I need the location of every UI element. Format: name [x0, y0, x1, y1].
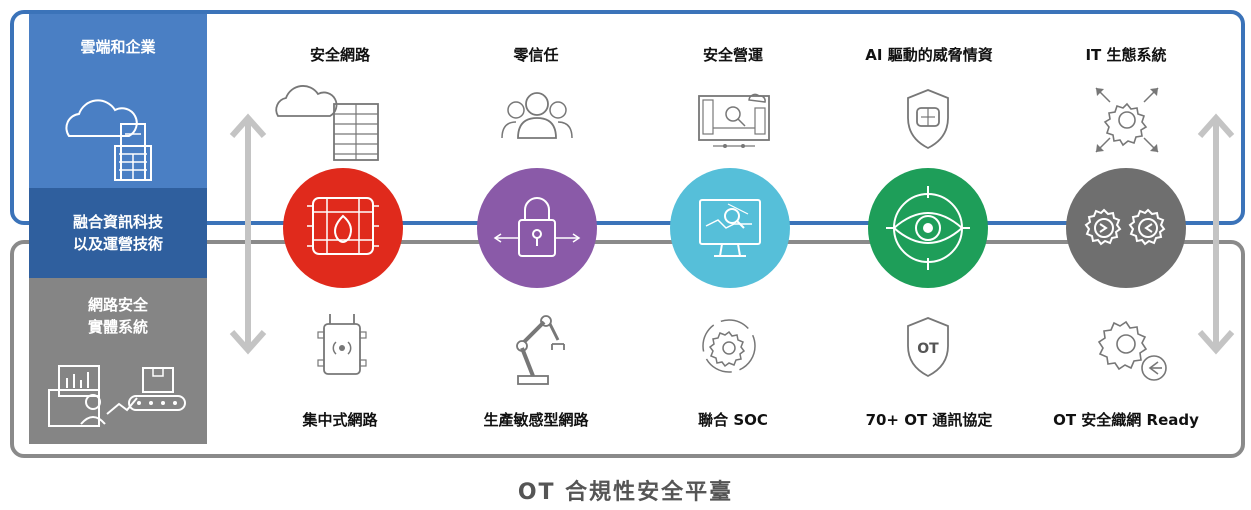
cloud-enterprise-label: 雲端和企業: [80, 38, 156, 56]
robot-arm-icon: [516, 315, 565, 385]
convergence-label-line1: 融合資訊科技: [72, 213, 163, 231]
network-analysis-icon: [698, 93, 770, 148]
padlock-icon: [493, 197, 581, 257]
shield-ot-icon: OT: [907, 317, 949, 378]
user-group-icon: [501, 92, 573, 139]
wireless-device-icon: [317, 314, 367, 375]
monitor-analysis-icon: [699, 199, 761, 257]
column-1-bottom-label: 集中式網路: [302, 411, 378, 429]
physical-label-line2: 實體系統: [87, 318, 148, 336]
column-4-bottom-label: 70+ OT 通訊協定: [865, 411, 993, 429]
cyber-physical-panel: 網路安全 實體系統: [29, 278, 207, 444]
cloud-enterprise-frame: [10, 10, 1245, 225]
gear-arrow-icon: [1097, 320, 1167, 381]
cloud-building-icon: [65, 99, 152, 181]
gear-arrows-icon: [1095, 87, 1159, 153]
convergence-label-line2: 以及運營技術: [72, 235, 163, 253]
column-3-top-label: 安全營運: [702, 46, 763, 64]
physical-label-line1: 網路安全: [87, 296, 148, 314]
column-3-bottom-label: 聯合 SOC: [698, 411, 768, 429]
it-ot-convergence-panel: 融合資訊科技 以及運營技術: [29, 188, 207, 278]
column-2-top-label: 零信任: [513, 46, 559, 64]
right-double-arrow-icon: [1197, 113, 1235, 355]
column-5-bottom-label: OT 安全織網 Ready: [1053, 411, 1199, 429]
ai-threat-intelligence-circle: [868, 168, 988, 288]
zero-trust-circle: [477, 168, 597, 288]
shield-ot-text: OT: [917, 341, 939, 357]
secure-network-circle: [283, 168, 403, 288]
firewall-flame-icon: [307, 197, 379, 255]
platform-title: OT 合規性安全平臺: [517, 480, 734, 505]
column-5-top-label: IT 生態系統: [1085, 46, 1167, 64]
column-1-top-label: 安全網路: [309, 46, 370, 64]
column-4-top-label: AI 驅動的威脅情資: [865, 46, 993, 64]
cyber-physical-frame: [10, 240, 1245, 458]
cloud-server-icon: [275, 85, 379, 161]
gear-cycle-icon: [702, 319, 756, 373]
column-2-bottom-label: 生產敏感型網路: [483, 411, 589, 429]
double-gear-icon: [1084, 208, 1166, 246]
it-ecosystem-circle: [1066, 168, 1186, 288]
cloud-enterprise-panel: 雲端和企業: [29, 14, 207, 188]
factory-monitor-icon: [48, 365, 186, 427]
left-double-arrow-icon: [229, 113, 267, 355]
shield-chip-icon: [907, 89, 949, 150]
security-operations-circle: [670, 168, 790, 288]
eye-target-icon: [886, 186, 970, 270]
